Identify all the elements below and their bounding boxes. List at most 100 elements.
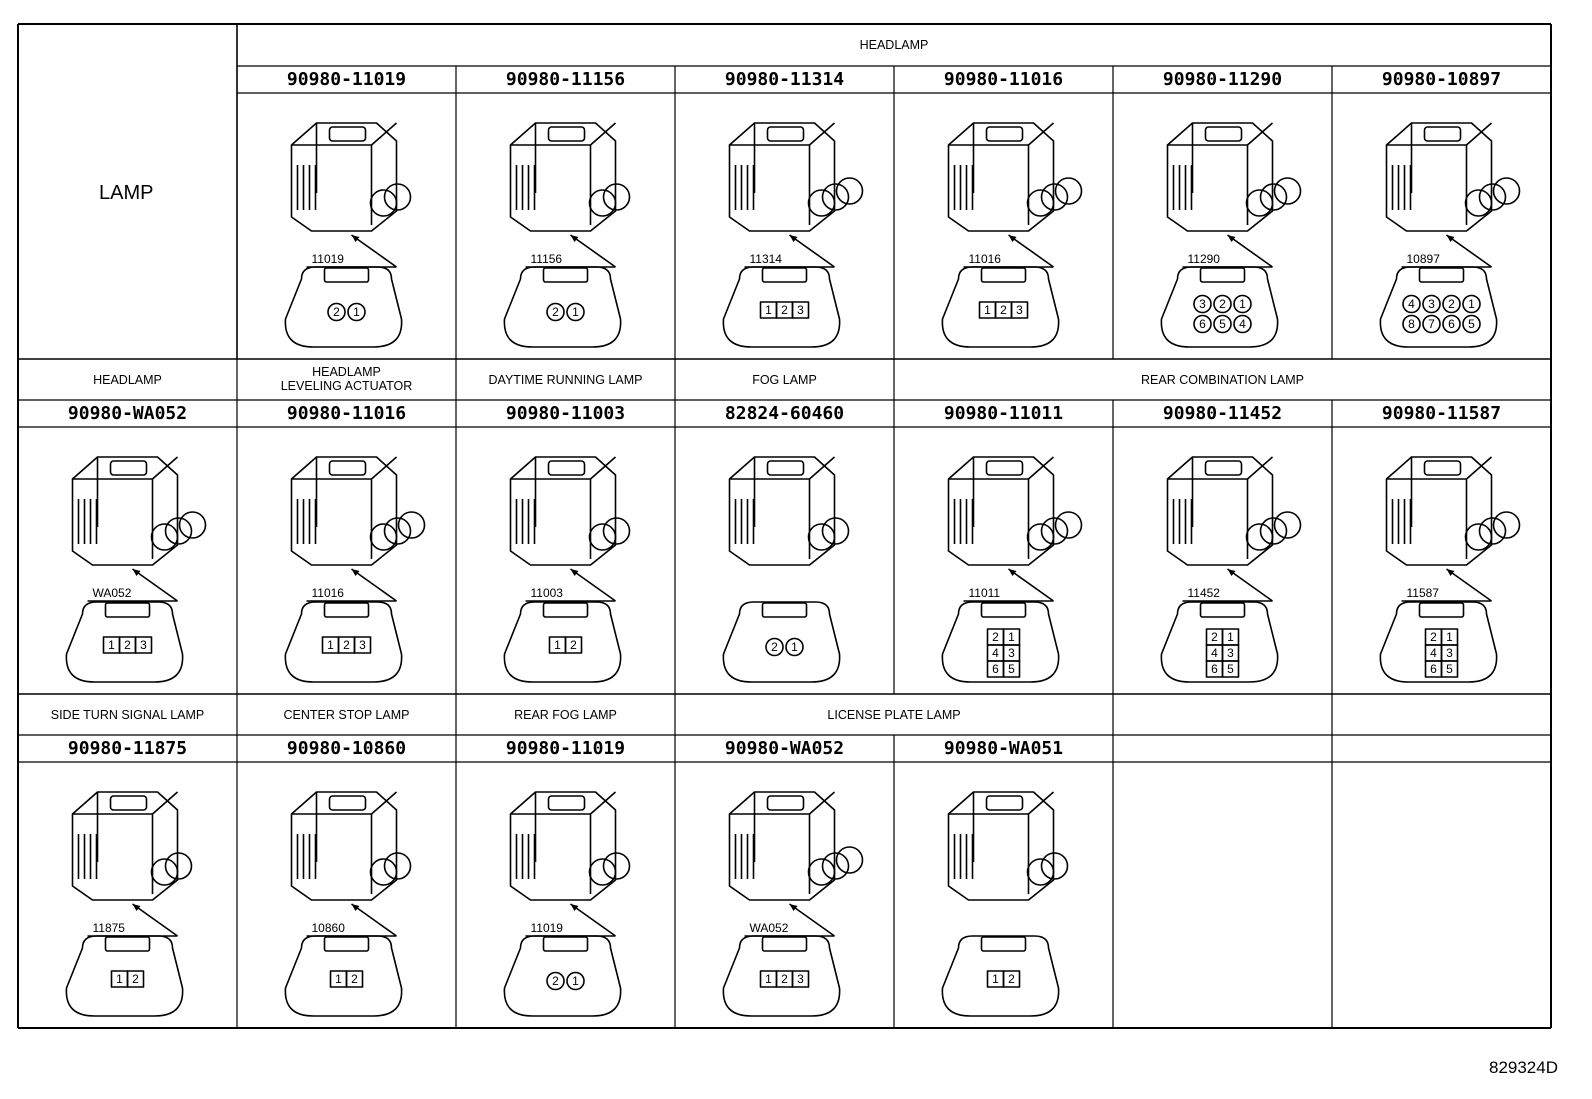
connector-body-icon: 11016: [290, 456, 426, 602]
connector-body-icon: [728, 456, 850, 566]
part-number: 90980-10897: [1381, 69, 1502, 90]
connector-body-icon: 11314: [728, 122, 864, 268]
callout-label: 11016: [969, 252, 1002, 266]
connector-body-icon: 11290: [1166, 122, 1302, 268]
pin-number: 4: [1408, 297, 1415, 311]
part-number: 90980-11011: [943, 403, 1064, 424]
connector-body-icon: 11019: [290, 122, 412, 268]
pin-number: 2: [1430, 630, 1437, 644]
section-header: HEADLAMP: [93, 373, 162, 387]
pin-number: 2: [1211, 630, 1218, 644]
pin-number: 1: [984, 303, 991, 317]
pin-number: 1: [108, 638, 115, 652]
part-number: 90980-11019: [505, 738, 626, 759]
pin-number: 3: [1016, 303, 1023, 317]
part-number: 90980-11016: [286, 403, 407, 424]
pin-number: 2: [124, 638, 131, 652]
callout-label: 11314: [750, 252, 783, 266]
connector-body-icon: 11156: [509, 122, 631, 268]
callout-label: WA052: [750, 921, 789, 935]
pin-number: 1: [116, 972, 123, 986]
part-number: 90980-11314: [724, 69, 845, 90]
figure-id: 829324D: [1488, 1058, 1558, 1077]
part-number: 90980-WA051: [943, 738, 1064, 759]
section-header: HEADLAMP: [859, 38, 929, 52]
pin-number: 4: [992, 646, 999, 660]
pin-number: 3: [797, 303, 804, 317]
part-number: 90980-WA052: [724, 738, 845, 759]
pin-number: 6: [1430, 662, 1437, 676]
part-number: 90980-11003: [505, 403, 626, 424]
pin-number: 1: [572, 305, 579, 319]
pin-number: 2: [1219, 297, 1226, 311]
connector-body-icon: 10897: [1385, 122, 1521, 268]
callout-label: 11587: [1407, 586, 1440, 600]
pin-number: 5: [1227, 662, 1234, 676]
pin-number: 2: [552, 305, 559, 319]
pin-number: 6: [992, 662, 999, 676]
pin-number: 5: [1008, 662, 1015, 676]
pin-number: 3: [1199, 297, 1206, 311]
connector-body-icon: WA052: [71, 456, 207, 602]
pin-number: 1: [1008, 630, 1015, 644]
section-header: HEADLAMP LEVELING ACTUATOR: [280, 365, 413, 393]
part-number: 90980-WA052: [67, 403, 188, 424]
callout-label: 11016: [312, 586, 345, 600]
pin-number: 6: [1448, 317, 1455, 331]
pin-number: 2: [1000, 303, 1007, 317]
pin-number: 2: [132, 972, 139, 986]
pin-number: 5: [1468, 317, 1475, 331]
callout-label: 11875: [93, 921, 126, 935]
pin-number: 1: [1468, 297, 1475, 311]
pin-number: 4: [1211, 646, 1218, 660]
section-header: CENTER STOP LAMP: [283, 708, 410, 722]
connector-body-icon: 11011: [947, 456, 1083, 602]
pin-number: 1: [1446, 630, 1453, 644]
callout-label: 11156: [531, 252, 563, 266]
pin-number: 1: [791, 640, 798, 654]
connector-body-icon: 11452: [1166, 456, 1302, 602]
pin-number: 2: [771, 640, 778, 654]
connector-body-icon: WA052: [728, 791, 864, 937]
section-header: REAR FOG LAMP: [514, 708, 617, 722]
pin-number: 6: [1199, 317, 1206, 331]
pin-number: 3: [1428, 297, 1435, 311]
part-number: 90980-11016: [943, 69, 1064, 90]
callout-label: WA052: [93, 586, 132, 600]
pin-number: 2: [343, 638, 350, 652]
pin-number: 1: [1239, 297, 1246, 311]
pin-number: 2: [552, 974, 559, 988]
connector-body-icon: 11587: [1385, 456, 1521, 602]
pin-number: 3: [359, 638, 366, 652]
pin-number: 2: [1448, 297, 1455, 311]
callout-label: 11452: [1188, 586, 1221, 600]
pin-number: 1: [327, 638, 334, 652]
pin-number: 1: [353, 305, 360, 319]
